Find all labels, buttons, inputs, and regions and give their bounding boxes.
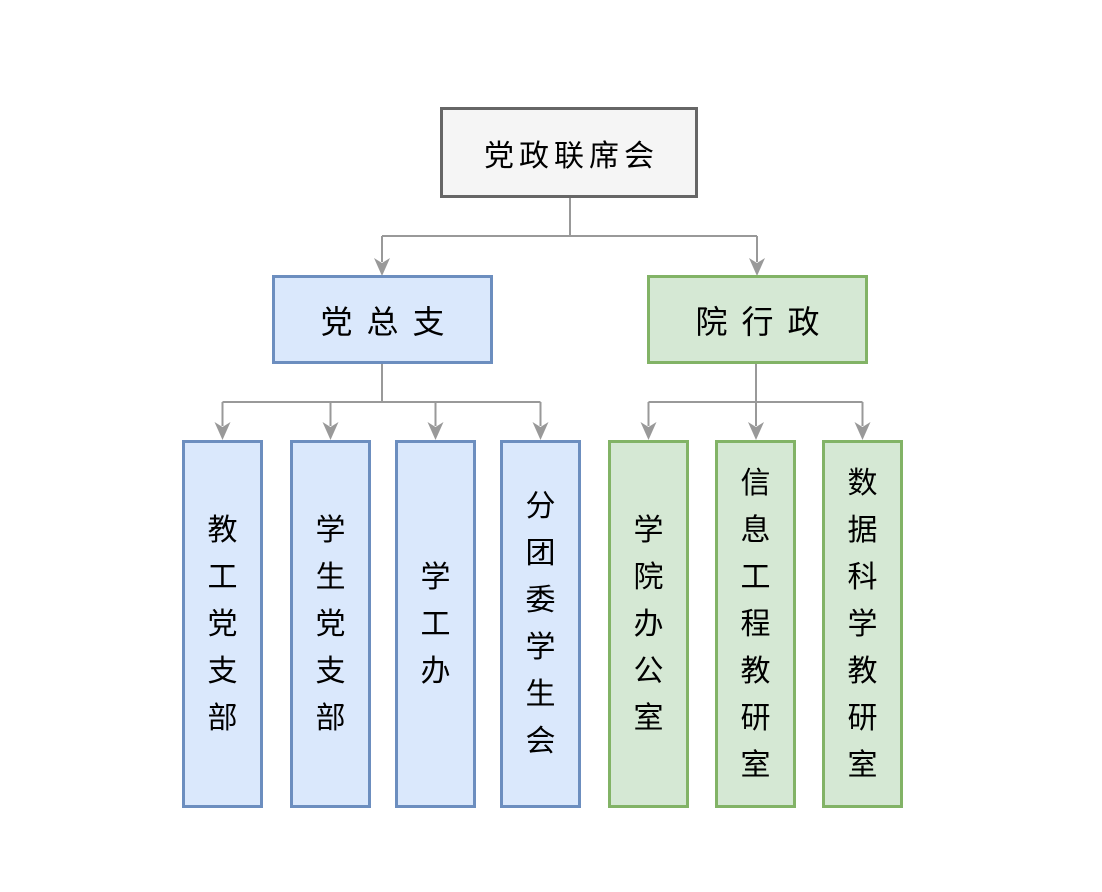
node-faculty-party-branch: 教工党支部 [182, 440, 263, 808]
node-college-admin: 院行政 [647, 275, 868, 364]
node-joint-committee: 党政联席会 [440, 107, 698, 198]
arrowhead-leaf-1 [214, 422, 231, 440]
arrowhead-leaf-5 [640, 422, 657, 440]
node-student-party-branch: 学生党支部 [290, 440, 371, 808]
arrowhead-leaf-2 [322, 422, 339, 440]
node-party-general-branch-label: 党总支 [320, 303, 459, 340]
node-college-admin-label: 院行政 [695, 303, 834, 340]
node-college-office-label: 学院办公室 [633, 513, 664, 735]
node-info-engineering-teaching-section-label: 信息工程教研室 [740, 466, 771, 782]
node-data-science-teaching-section-label: 数据科学教研室 [847, 466, 878, 782]
node-faculty-party-branch-label: 教工党支部 [207, 513, 238, 735]
node-student-affairs-office: 学工办 [395, 440, 476, 808]
arrowhead-leaf-3 [427, 422, 444, 440]
node-info-engineering-teaching-section: 信息工程教研室 [715, 440, 796, 808]
arrowhead-leaf-4 [532, 422, 549, 440]
node-joint-committee-label: 党政联席会 [484, 139, 659, 173]
node-student-affairs-office-label: 学工办 [420, 560, 451, 688]
node-youth-league-student-union-label: 分团委学生会 [525, 490, 556, 758]
arrowhead-leaf-7 [854, 422, 871, 440]
node-youth-league-student-union: 分团委学生会 [500, 440, 581, 808]
node-student-party-branch-label: 学生党支部 [315, 513, 346, 735]
arrowhead-leaf-6 [748, 422, 764, 440]
node-party-general-branch: 党总支 [272, 275, 493, 364]
arrowhead-branch-blue [374, 258, 390, 276]
node-college-office: 学院办公室 [608, 440, 689, 808]
arrowhead-branch-green [749, 258, 765, 276]
node-data-science-teaching-section: 数据科学教研室 [822, 440, 903, 808]
